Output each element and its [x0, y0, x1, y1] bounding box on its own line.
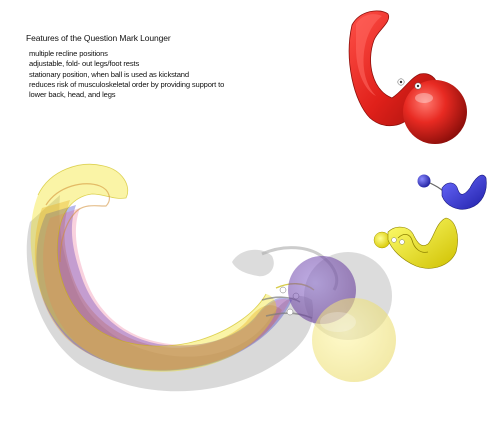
features-title: Features of the Question Mark Lounger [26, 33, 171, 43]
features-panel: Features of the Question Mark Lounger mu… [26, 33, 326, 100]
feature-item: stationary position, when ball is used a… [29, 69, 189, 79]
blue-lounger-seat [441, 174, 487, 210]
blue-ball [417, 174, 431, 188]
feature-item: adjustable, fold- out legs/foot rests [29, 59, 140, 69]
orange-ghost-seat [34, 200, 282, 371]
yellow-ghost-seat-top [30, 164, 277, 372]
red-lounger [348, 10, 467, 144]
blue-lounger [417, 174, 487, 210]
features-list: multiple recline positions adjustable, f… [26, 49, 326, 100]
feature-item: lower back, head, and legs [29, 90, 116, 100]
red-ball [403, 80, 467, 144]
yellow-lounger [373, 217, 458, 269]
blue-ghost-seat [36, 205, 293, 371]
yellow-ghost-ball [312, 298, 396, 382]
pink-ghost-seat [43, 208, 290, 370]
yellow-lounger-seat [387, 217, 458, 269]
yellow-ball [373, 231, 391, 249]
overlaid-recline-positions [26, 163, 396, 392]
grey-ghost-seat [26, 195, 314, 392]
feature-item: multiple recline positions [29, 49, 108, 58]
feature-item: reduces risk of musculoskeletal order by… [29, 79, 225, 89]
